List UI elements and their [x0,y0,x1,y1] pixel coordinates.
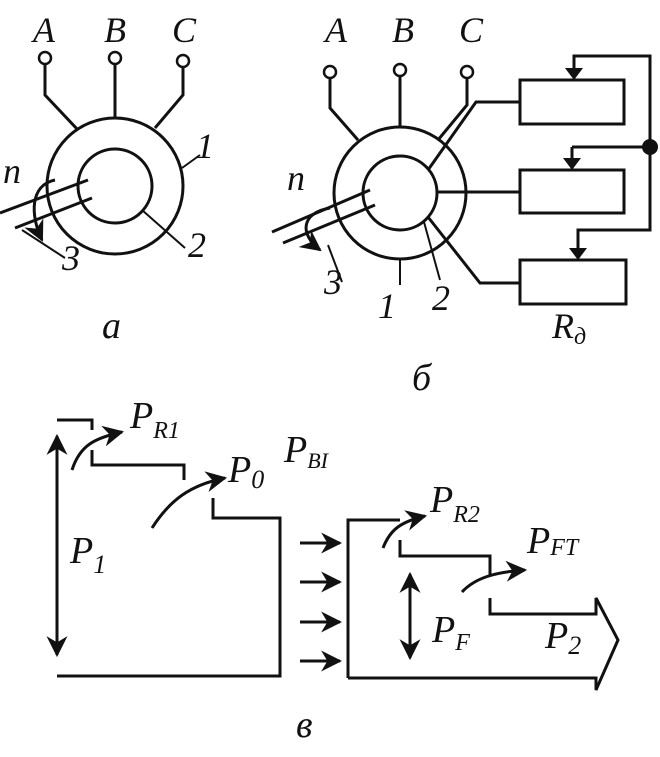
label-p0: P0 [227,449,264,494]
label-p1: P1 [69,530,106,579]
output-arrow-shape [348,597,620,691]
lead-c [436,78,469,141]
label-p2: P2 [544,615,581,660]
diagram-v: P1 PR1 P0 PBI PR2 PFT PF P2 в [46,395,620,746]
lead-a [43,64,80,132]
slider-arrow-3 [569,248,587,260]
rotor-label-a: 2 [188,225,206,265]
rotation-arrow-b [298,206,331,252]
loss-arrow-p0 [150,471,228,529]
leader-2-a [141,209,186,249]
speed-label-b: n [287,158,305,198]
rotor-b [361,154,439,232]
shaft-label-a: 3 [61,238,80,278]
shaft-label-b: 3 [323,262,342,302]
caption-a: а [102,305,121,347]
stator-ring-a [45,116,185,256]
label-pr1: PR1 [129,395,180,444]
leader-1-a [181,154,201,169]
step-2 [398,540,492,576]
stator-label-a: 1 [196,126,214,166]
resistor-3 [518,258,628,306]
shaft-line-top-a [0,178,89,215]
leader-3-a [21,229,66,259]
rotor-lead-3 [426,216,520,285]
terminal-a [37,50,53,66]
terminal-b [107,50,123,66]
terminal-a [322,64,338,80]
input-top-step [57,418,94,430]
lead-c [153,67,185,129]
diagram-b: A B C n 3 1 2 Rд б [271,10,658,399]
shaft-line-bottom-b [282,203,376,245]
slider-arrow-1 [565,68,583,80]
resistor-2 [518,168,626,215]
speed-label-a: n [3,151,21,191]
slider-arrow-2 [563,158,581,170]
diagram-a: A B C n 3 1 2 а [0,10,214,347]
phase-label-c: C [459,10,484,50]
leader-2-b [423,221,441,281]
loss-arrow-pr1 [70,425,125,471]
phase-leads-b [322,62,475,141]
junction-dot [642,139,658,155]
label-pf: PF [431,609,470,656]
lead-a [328,78,360,141]
terminal-c [459,64,475,80]
step-1 [90,450,186,480]
caption-v: в [296,704,313,746]
phase-label-c: C [172,10,197,50]
rotor-a [76,147,154,225]
rotor-lead-1 [426,100,520,171]
phase-label-a: A [31,10,56,50]
phase-label-b: B [392,10,414,50]
terminal-c [175,53,191,69]
caption-b: б [412,357,433,399]
phase-leads-a [37,50,191,132]
leader-3-b [327,244,343,283]
rotor-label-b: 2 [432,278,450,318]
label-pft: PFT [526,520,580,562]
loss-arrow-pft [460,560,528,594]
label-pbi: PBI [283,429,330,473]
block-outline-right [346,518,400,678]
block-outline-left [57,498,282,678]
phase-label-b: B [104,10,126,50]
rotation-arrow-a [24,178,56,242]
terminal-b [392,62,408,78]
resistor-1 [518,78,626,126]
resistor-label: Rд [551,306,586,350]
loss-arrow-pr2 [381,510,428,549]
phase-label-a: A [323,10,348,50]
stator-label-b: 1 [378,286,396,326]
label-pr2: PR2 [429,479,480,528]
